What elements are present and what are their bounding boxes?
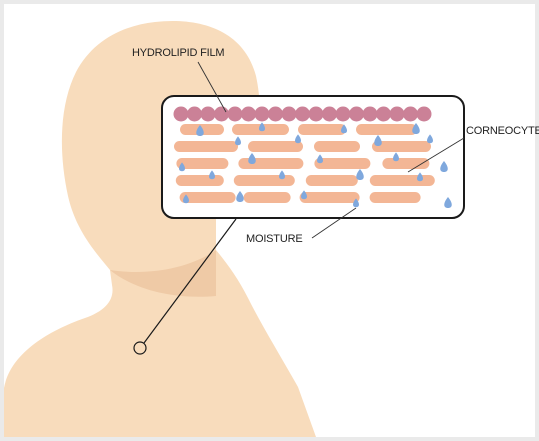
corneocyte-cell <box>356 124 417 135</box>
lipid-bead <box>376 107 391 122</box>
lipid-bead <box>174 107 189 122</box>
lipid-bead <box>268 107 283 122</box>
lipid-bead <box>336 107 351 122</box>
lipid-bead <box>255 107 270 122</box>
lipid-bead <box>390 107 405 122</box>
hydrolipid-film-label: HYDROLIPID FILM <box>132 47 224 59</box>
skin-cross-section <box>162 96 464 218</box>
corneocyte-cell <box>244 192 291 203</box>
corneocyte-cell <box>300 192 360 203</box>
lipid-bead <box>363 107 378 122</box>
lipid-bead <box>417 107 432 122</box>
moisture-label: MOISTURE <box>246 233 302 245</box>
corneocyte-label: CORNEOCYTE <box>466 125 539 137</box>
corneocyte-cell <box>298 124 346 135</box>
lipid-bead <box>322 107 337 122</box>
lipid-bead <box>349 107 364 122</box>
corneocyte-cell <box>234 175 295 186</box>
hydrolipid-film-layer <box>174 107 432 122</box>
corneocyte-cell <box>176 175 224 186</box>
corneocyte-cell <box>314 141 360 152</box>
lipid-bead <box>241 107 256 122</box>
lipid-bead <box>214 107 229 122</box>
corneocyte-cell <box>370 175 435 186</box>
lipid-bead <box>309 107 324 122</box>
corneocyte-cell <box>174 141 238 152</box>
lipid-bead <box>201 107 216 122</box>
lipid-bead <box>187 107 202 122</box>
corneocyte-cell <box>238 158 303 169</box>
lipid-bead <box>295 107 310 122</box>
corneocyte-cell <box>248 141 303 152</box>
lipid-bead <box>282 107 297 122</box>
corneocyte-cell <box>306 175 358 186</box>
corneocyte-cell <box>370 192 421 203</box>
lipid-bead <box>228 107 243 122</box>
lipid-bead <box>403 107 418 122</box>
